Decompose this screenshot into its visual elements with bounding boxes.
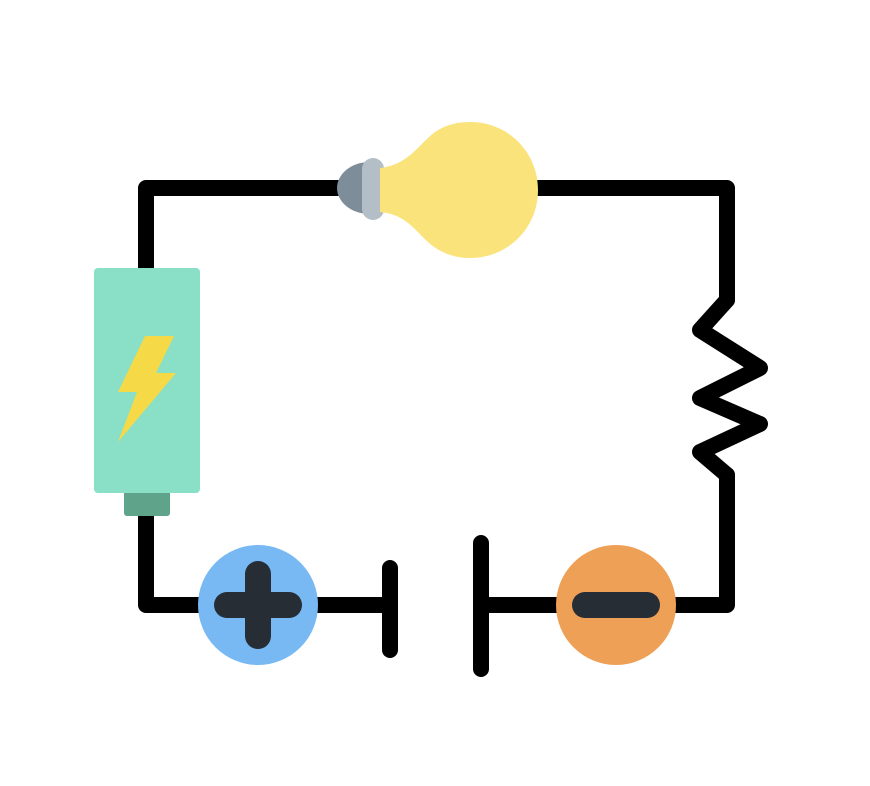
bulb-glass [380,122,538,258]
plus-icon [214,561,302,649]
dc-source-symbol [382,535,489,677]
battery-cap [124,488,170,516]
battery-icon [94,268,200,516]
lightning-icon [118,336,176,442]
bulb-base-cap [337,162,370,214]
resistor-icon [692,292,768,483]
wire-bottom-left [138,504,213,613]
bulb-base-ring [362,158,384,220]
wire-right-bottom [664,467,735,613]
light-bulb-icon [337,122,538,258]
positive-terminal [198,545,318,665]
wire-top-right [527,180,735,308]
wire [138,180,735,613]
negative-terminal [556,545,676,665]
wire-top-left [138,180,353,278]
